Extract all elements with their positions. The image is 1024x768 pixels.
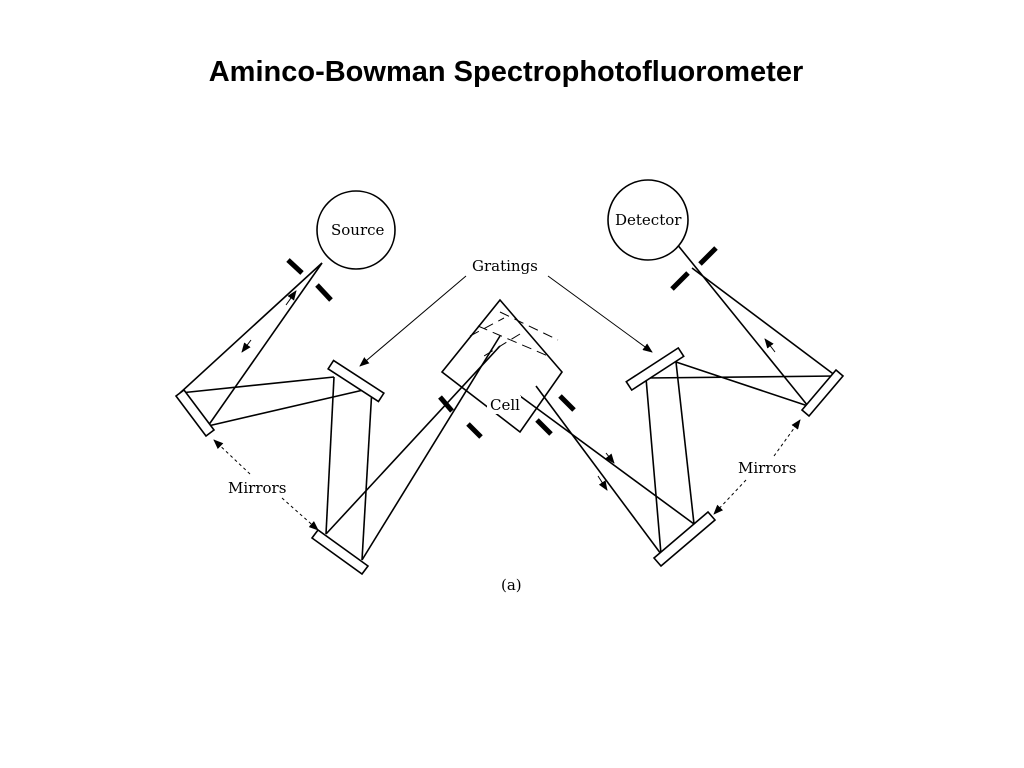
detector-label: Detector (615, 211, 682, 229)
left-lower-mirror (310, 528, 370, 576)
right-lower-mirror (652, 510, 717, 568)
source-label: Source (331, 221, 385, 239)
source-slit-lower (315, 283, 333, 302)
cell-entrance-slit-lower (466, 422, 483, 439)
cell-entrance-slit-upper (438, 395, 454, 413)
right-upper-mirror (800, 368, 845, 418)
excitation-grating (327, 359, 385, 403)
gratings-label: Gratings (472, 257, 538, 275)
cell-exit-slit-upper (558, 394, 576, 412)
sample-cell (440, 298, 564, 434)
gratings (327, 346, 685, 403)
mirrors-left-label: Mirrors (228, 479, 286, 497)
detector (607, 179, 689, 261)
mirrors-right-label: Mirrors (738, 459, 796, 477)
emission-ray-paths (519, 237, 837, 555)
excitation-ray-paths (179, 262, 501, 561)
slits (286, 246, 718, 439)
cell-exit-slit-lower (535, 418, 553, 436)
detector-slit-lower (670, 271, 690, 291)
slide-title: Aminco-Bowman Spectrophotofluorometer (208, 56, 804, 88)
detector-slit-upper (698, 246, 718, 266)
mirrors (174, 368, 845, 576)
source-lamp (316, 190, 396, 270)
emission-grating (625, 346, 685, 392)
left-upper-mirror (174, 388, 216, 438)
source-slit-upper (286, 258, 304, 275)
cell-label: Cell (490, 396, 520, 414)
figure-caption: (a) (501, 576, 522, 594)
